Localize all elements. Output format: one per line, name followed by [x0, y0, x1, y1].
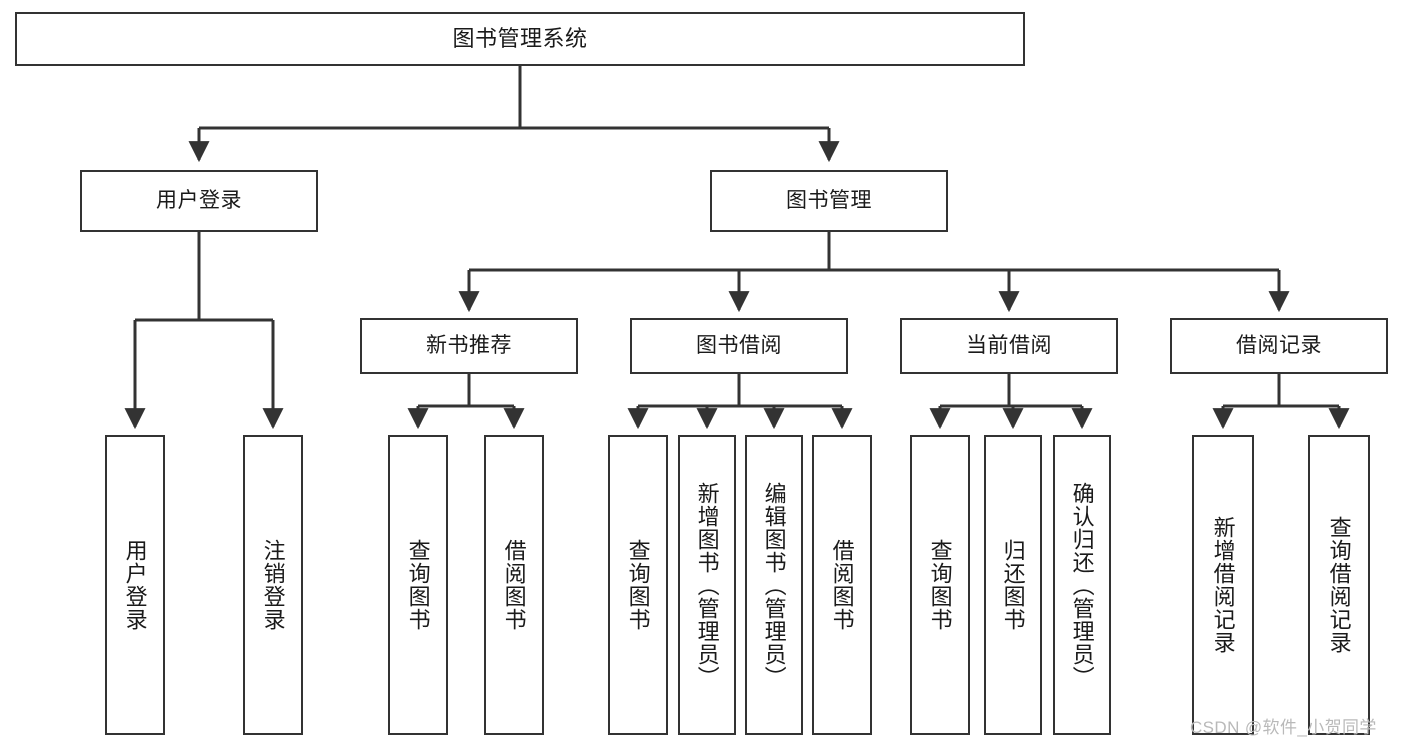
node-leaf-return-book-label: 归还图书: [1000, 539, 1026, 631]
node-borrow-record[interactable]: 借阅记录: [1170, 318, 1388, 374]
node-leaf-borrow-book-1-label: 借阅图书: [501, 539, 527, 631]
node-leaf-add-borrow-record-label: 新增借阅记录: [1210, 516, 1236, 654]
node-leaf-query-book-1-label: 查询图书: [405, 539, 431, 631]
node-leaf-add-book-admin-label: 新增图书（管理员）: [694, 481, 720, 689]
node-leaf-user-login-label: 用户登录: [122, 539, 148, 631]
node-leaf-query-borrow-record-label: 查询借阅记录: [1326, 516, 1352, 654]
node-leaf-add-book-admin[interactable]: 新增图书（管理员）: [678, 435, 736, 735]
node-leaf-query-book-3-label: 查询图书: [927, 539, 953, 631]
node-book-manage[interactable]: 图书管理: [710, 170, 948, 232]
node-root[interactable]: 图书管理系统: [15, 12, 1025, 66]
node-leaf-borrow-book-2-label: 借阅图书: [829, 539, 855, 631]
node-leaf-borrow-book-1[interactable]: 借阅图书: [484, 435, 544, 735]
node-leaf-query-book-1[interactable]: 查询图书: [388, 435, 448, 735]
csdn-watermark: CSDN @软件_小贺同学: [1190, 718, 1377, 737]
node-leaf-confirm-return-admin-label: 确认归还（管理员）: [1069, 481, 1095, 689]
node-leaf-user-logout[interactable]: 注销登录: [243, 435, 303, 735]
node-current-borrow[interactable]: 当前借阅: [900, 318, 1118, 374]
node-new-book-recommend[interactable]: 新书推荐: [360, 318, 578, 374]
node-user-login-label: 用户登录: [156, 188, 242, 212]
node-leaf-query-borrow-record[interactable]: 查询借阅记录: [1308, 435, 1370, 735]
node-leaf-user-login[interactable]: 用户登录: [105, 435, 165, 735]
node-leaf-add-borrow-record[interactable]: 新增借阅记录: [1192, 435, 1254, 735]
node-leaf-borrow-book-2[interactable]: 借阅图书: [812, 435, 872, 735]
node-leaf-query-book-2-label: 查询图书: [625, 539, 651, 631]
node-leaf-return-book[interactable]: 归还图书: [984, 435, 1042, 735]
node-leaf-query-book-3[interactable]: 查询图书: [910, 435, 970, 735]
node-user-login[interactable]: 用户登录: [80, 170, 318, 232]
node-leaf-confirm-return-admin[interactable]: 确认归还（管理员）: [1053, 435, 1111, 735]
node-leaf-user-logout-label: 注销登录: [260, 539, 286, 631]
node-root-label: 图书管理系统: [452, 26, 588, 52]
node-book-manage-label: 图书管理: [786, 188, 872, 212]
node-new-book-recommend-label: 新书推荐: [426, 333, 512, 357]
node-current-borrow-label: 当前借阅: [966, 333, 1052, 357]
node-book-borrow[interactable]: 图书借阅: [630, 318, 848, 374]
node-book-borrow-label: 图书借阅: [696, 333, 782, 357]
node-leaf-edit-book-admin[interactable]: 编辑图书（管理员）: [745, 435, 803, 735]
node-borrow-record-label: 借阅记录: [1236, 333, 1322, 357]
node-leaf-edit-book-admin-label: 编辑图书（管理员）: [761, 481, 787, 689]
node-leaf-query-book-2[interactable]: 查询图书: [608, 435, 668, 735]
